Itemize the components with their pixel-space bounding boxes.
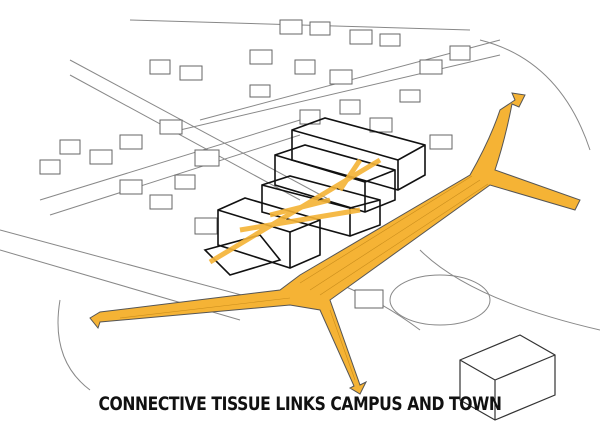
internal-links	[208, 157, 382, 265]
connective-road	[89, 92, 581, 395]
road-paving	[119, 175, 489, 381]
large-building	[459, 334, 556, 421]
houses	[39, 19, 471, 309]
diagram-caption: CONNECTIVE TISSUE LINKS CAMPUS AND TOWN	[98, 393, 502, 415]
campus-buildings	[203, 117, 426, 276]
